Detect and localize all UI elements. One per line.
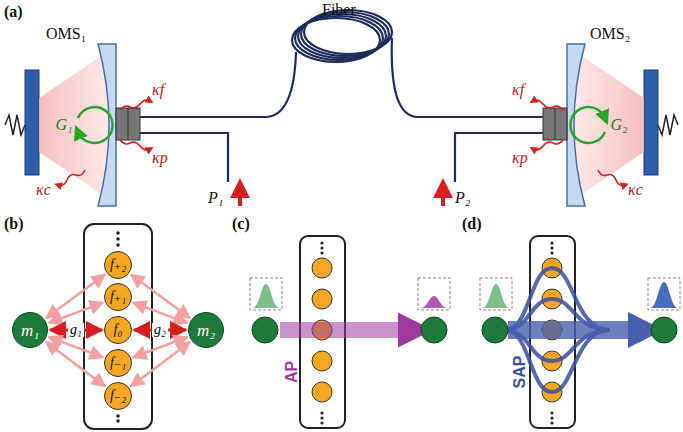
loss-rate: κp (512, 150, 528, 166)
pump-label: P₁ (208, 190, 223, 206)
node-text: f₋₂ (110, 389, 126, 403)
protocol-label: AP (284, 361, 300, 383)
fiber-label: Fiber (322, 2, 356, 18)
protocol-label: SAP (512, 356, 528, 389)
loss-rate: κc (36, 182, 51, 198)
node-text: m₁ (21, 322, 39, 339)
gain-label: G₂ (610, 117, 627, 133)
coupling-arrow (49, 337, 103, 357)
coupling-label: g₂ (152, 323, 168, 337)
panel-letter: (d) (462, 216, 482, 232)
coupling-label: g₁ (68, 323, 84, 337)
panel-letter: (a) (4, 4, 23, 20)
system-name: OMS₂ (590, 26, 630, 42)
loss-rate: κc (628, 182, 643, 198)
mechanical-mode: m₂ (188, 312, 224, 348)
panel-letter: (c) (232, 216, 250, 232)
loss-rate: κf (152, 82, 164, 98)
panel-letter: (b) (4, 216, 24, 232)
node-text: f₀ (114, 323, 123, 337)
fiber-mode: f₋₁ (104, 349, 132, 377)
fiber-mode: f₊₁ (104, 283, 132, 311)
system-name: OMS₁ (46, 26, 86, 42)
loss-rate: κp (152, 150, 168, 166)
node-text: f₋₁ (110, 356, 126, 370)
fiber-mode: f₋₂ (104, 382, 132, 410)
loss-rate: κf (512, 82, 524, 98)
coupling-arrow (49, 303, 103, 323)
fiber-mode: f₀ (104, 316, 132, 344)
fiber-mode: f₊₂ (104, 251, 132, 279)
pump-label: P₂ (455, 190, 470, 206)
node-text: f₊₁ (110, 290, 126, 304)
gain-label: G₁ (55, 117, 72, 133)
coupling-arrow (131, 342, 190, 386)
node-text: f₊₂ (110, 258, 126, 272)
coupling-arrow (133, 337, 187, 357)
coupling-arrow (46, 342, 105, 386)
coupling-arrow (133, 303, 187, 323)
mechanical-mode: m₁ (12, 312, 48, 348)
node-text: m₂ (197, 322, 215, 339)
